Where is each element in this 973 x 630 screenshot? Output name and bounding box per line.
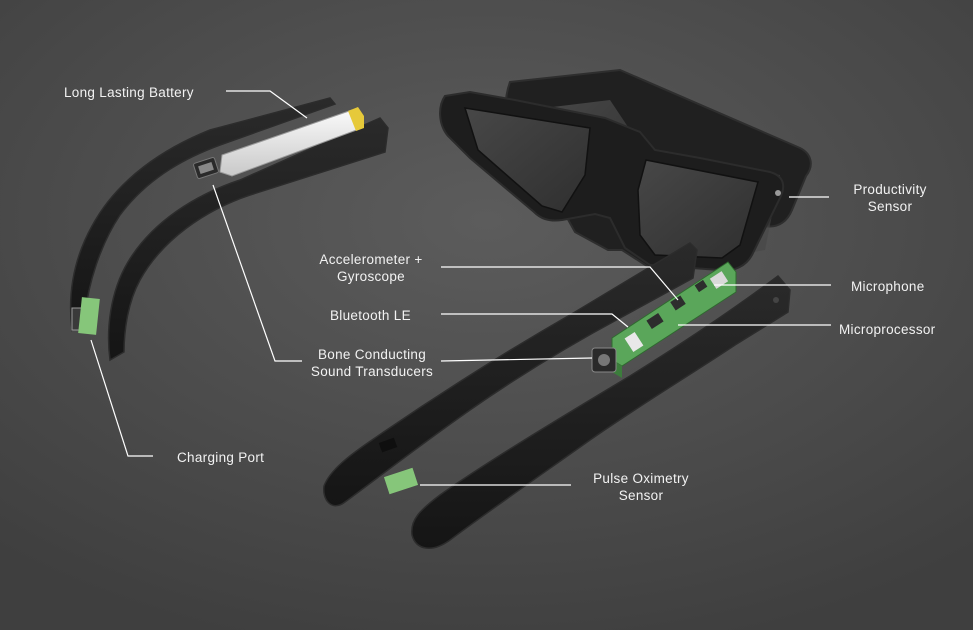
pulse-oximetry-line2: Sensor	[618, 488, 664, 503]
accelerometer-line2: Gyroscope	[337, 269, 405, 284]
bone-conducting-line2: Sound Transducers	[310, 364, 434, 379]
productivity-sensor-line2: Sensor	[867, 199, 913, 214]
left-temple-arm	[69, 97, 389, 362]
right-temple-arm	[323, 242, 791, 549]
label-charging-port: Charging Port	[177, 449, 264, 466]
label-productivity-sensor: Productivity Sensor	[846, 181, 934, 215]
label-microprocessor: Microprocessor	[839, 321, 935, 338]
label-pulse-oximetry: Pulse Oximetry Sensor	[583, 470, 699, 504]
bluetooth-label-text: Bluetooth LE	[330, 308, 411, 323]
battery-label-text: Long Lasting Battery	[64, 85, 194, 100]
pulse-oximetry-line1: Pulse Oximetry	[593, 471, 689, 486]
pulse-oximetry-component	[383, 467, 419, 495]
microprocessor-label-text: Microprocessor	[839, 322, 936, 337]
charging-port-label-text: Charging Port	[177, 450, 265, 465]
label-bluetooth: Bluetooth LE	[330, 307, 411, 324]
bone-conducting-line1: Bone Conducting	[317, 347, 427, 362]
productivity-sensor-line1: Productivity	[853, 182, 927, 197]
accelerometer-line1: Accelerometer +	[319, 252, 423, 267]
label-bone-conducting: Bone Conducting Sound Transducers	[302, 346, 442, 380]
electronics-module	[591, 261, 737, 378]
leader-lines	[90, 90, 831, 486]
charging-port-component	[71, 297, 100, 335]
front-frame	[439, 90, 785, 272]
label-battery: Long Lasting Battery	[64, 84, 194, 101]
microphone-label-text: Microphone	[851, 279, 925, 294]
label-microphone: Microphone	[851, 278, 925, 295]
label-accelerometer: Accelerometer + Gyroscope	[311, 251, 431, 285]
